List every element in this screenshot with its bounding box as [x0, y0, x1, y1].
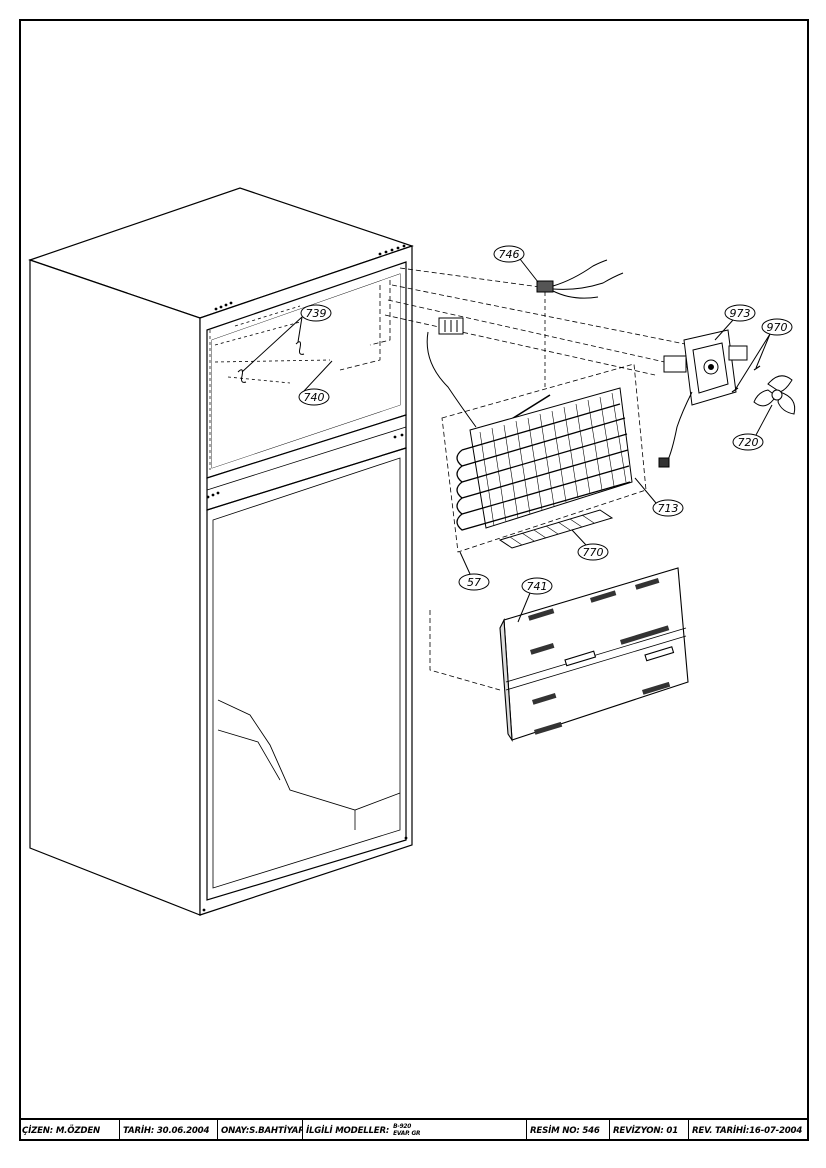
callout-713: 713	[634, 477, 684, 517]
callout-720-text: 720	[738, 436, 759, 449]
part-746-sensor	[509, 259, 624, 421]
revision: REVİZYON: 01	[610, 1120, 689, 1141]
callout-973: 973	[714, 304, 756, 341]
callout-970-text: 970	[767, 321, 788, 334]
drawing-number: RESİM NO: 546	[527, 1120, 610, 1141]
callouts: 746 739 740 973 970	[241, 245, 793, 623]
callout-741-text: 741	[527, 580, 548, 593]
related-model-2: EVAP. GR	[393, 1130, 421, 1137]
callout-740: 740	[298, 360, 333, 406]
screw-740-arrows	[214, 305, 331, 384]
callout-770-text: 770	[583, 546, 604, 559]
part-720-fan-blade	[753, 375, 796, 415]
title-block: ÇİZEN: M.ÖZDEN TARİH: 30.06.2004 ONAY:S.…	[19, 1118, 809, 1141]
vent-slots	[528, 577, 671, 735]
part-741-cover	[499, 567, 689, 743]
callout-740-text: 740	[304, 391, 325, 404]
clip-739-parts	[209, 330, 305, 470]
callout-746-text: 746	[499, 248, 520, 261]
callout-739-text: 739	[306, 307, 327, 320]
assembly-leader-lines	[339, 267, 701, 691]
related-models-label: İLGİLİ MODELLER:	[306, 1125, 390, 1136]
revision-date: REV. TARİHİ:16-07-2004	[692, 1125, 803, 1136]
part-770-heater	[498, 509, 614, 549]
refrigerator-cabinet	[28, 187, 414, 916]
callout-720: 720	[732, 404, 773, 451]
drawn-by: ÇİZEN: M.ÖZDEN	[19, 1120, 120, 1141]
part-973-fan-bracket	[658, 329, 748, 468]
callout-739: 739	[241, 304, 332, 373]
callout-973-text: 973	[730, 307, 751, 320]
part-57-evaporator	[426, 317, 633, 531]
callout-741: 741	[517, 577, 553, 623]
callout-57: 57	[458, 551, 490, 591]
approved-by: ONAY:S.BAHTİYAR	[218, 1120, 303, 1141]
related-models-list: B-920 EVAP. GR	[393, 1124, 420, 1137]
callout-57-text: 57	[467, 576, 481, 589]
sheet-border	[19, 19, 809, 1141]
callout-713-text: 713	[658, 502, 679, 515]
related-models: İLGİLİ MODELLER: B-920 EVAP. GR	[303, 1120, 527, 1141]
related-model-1: B-920	[393, 1124, 412, 1130]
callout-770: 770	[571, 529, 609, 561]
cabinet-screws	[202, 244, 408, 912]
date: TARİH: 30.06.2004	[120, 1120, 218, 1141]
callout-746: 746	[493, 245, 539, 283]
callout-970: 970	[734, 318, 793, 391]
